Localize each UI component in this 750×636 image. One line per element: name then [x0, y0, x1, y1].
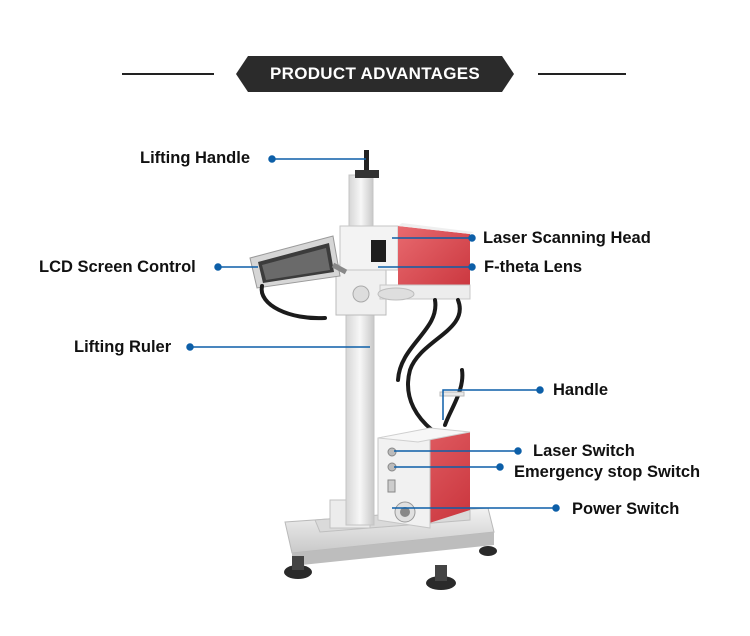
callout-handle	[442, 386, 544, 420]
banner-title: PRODUCT ADVANTAGES	[236, 56, 514, 92]
label-laser-scanning-head: Laser Scanning Head	[483, 229, 651, 247]
label-lcd-screen-control: LCD Screen Control	[39, 258, 196, 276]
cables	[259, 284, 465, 432]
callout-power-switch	[392, 504, 560, 512]
callout-lifting-ruler	[186, 343, 370, 351]
label-power-switch: Power Switch	[572, 500, 680, 518]
callout-f-theta-lens	[378, 263, 476, 271]
caster-wheels	[284, 546, 497, 590]
label-lifting-handle: Lifting Handle	[140, 149, 250, 167]
callout-lcd-screen-control	[214, 263, 258, 271]
callout-lifting-handle	[268, 155, 366, 163]
banner-line-left	[122, 73, 214, 75]
label-handle: Handle	[553, 381, 609, 399]
scanning-head	[339, 223, 474, 301]
banner-line-right	[538, 73, 626, 75]
lcd-screen	[249, 235, 348, 289]
label-lifting-ruler: Lifting Ruler	[74, 338, 172, 356]
label-emergency-stop-switch: Emergency stop Switch	[514, 463, 701, 481]
callout-laser-switch	[394, 447, 522, 455]
callout-laser-scanning-head	[392, 234, 476, 242]
callout-emergency-stop-switch	[394, 463, 504, 471]
label-laser-switch: Laser Switch	[533, 442, 635, 460]
laser-cabinet	[377, 391, 471, 529]
label-f-theta-lens: F-theta Lens	[484, 258, 583, 276]
